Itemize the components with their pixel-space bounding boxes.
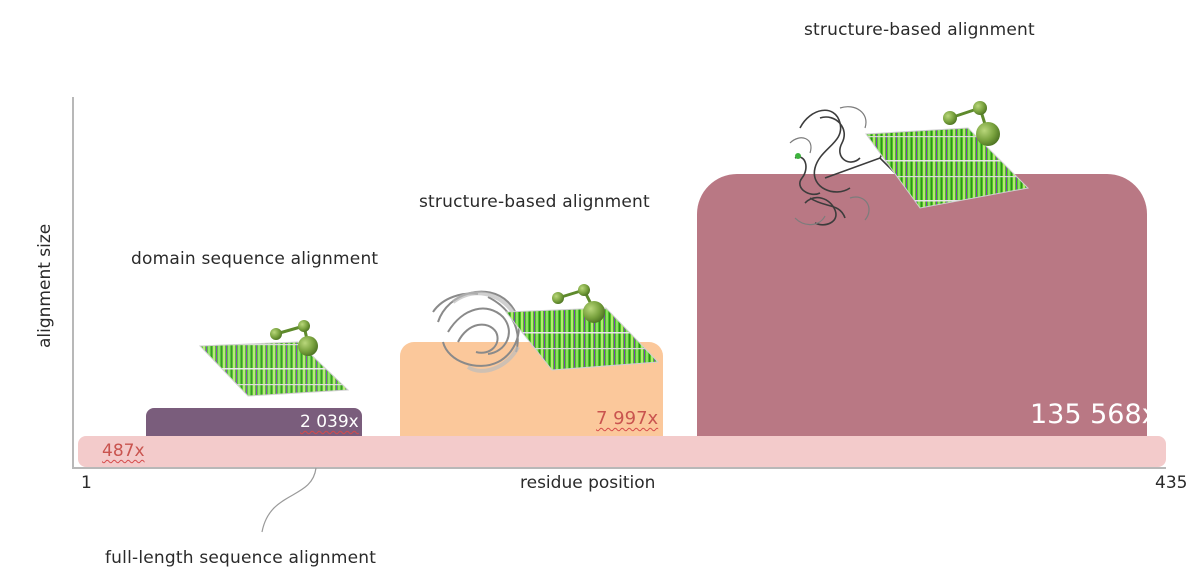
structure-top-count: 135 568x xyxy=(1030,399,1158,430)
x-axis-title: residue position xyxy=(520,473,656,493)
tree-nodes-icon xyxy=(552,284,605,323)
tree-nodes-icon xyxy=(943,101,1000,146)
tree-nodes-icon xyxy=(270,320,318,356)
structure-mid-label: structure-based alignment xyxy=(419,192,650,212)
structure-top-label: structure-based alignment xyxy=(804,20,1035,40)
full-length-count: 487x xyxy=(102,441,145,461)
structure-mid-count: 7 997x xyxy=(596,408,659,429)
domain-label: domain sequence alignment xyxy=(131,249,379,269)
msa-grid-icon xyxy=(504,307,660,371)
full-length-label: full-length sequence alignment xyxy=(105,548,377,568)
structure-top-bar xyxy=(697,174,1147,436)
x-axis-end-label: 435 xyxy=(1155,473,1188,493)
x-axis-line xyxy=(72,467,1166,469)
domain-count: 2 039x xyxy=(300,412,359,432)
msa-grid-icon xyxy=(865,127,1030,209)
x-axis-start-label: 1 xyxy=(81,473,92,493)
domain-bar xyxy=(146,408,362,436)
full-length-bar xyxy=(78,436,1166,467)
y-axis-line xyxy=(72,97,74,469)
